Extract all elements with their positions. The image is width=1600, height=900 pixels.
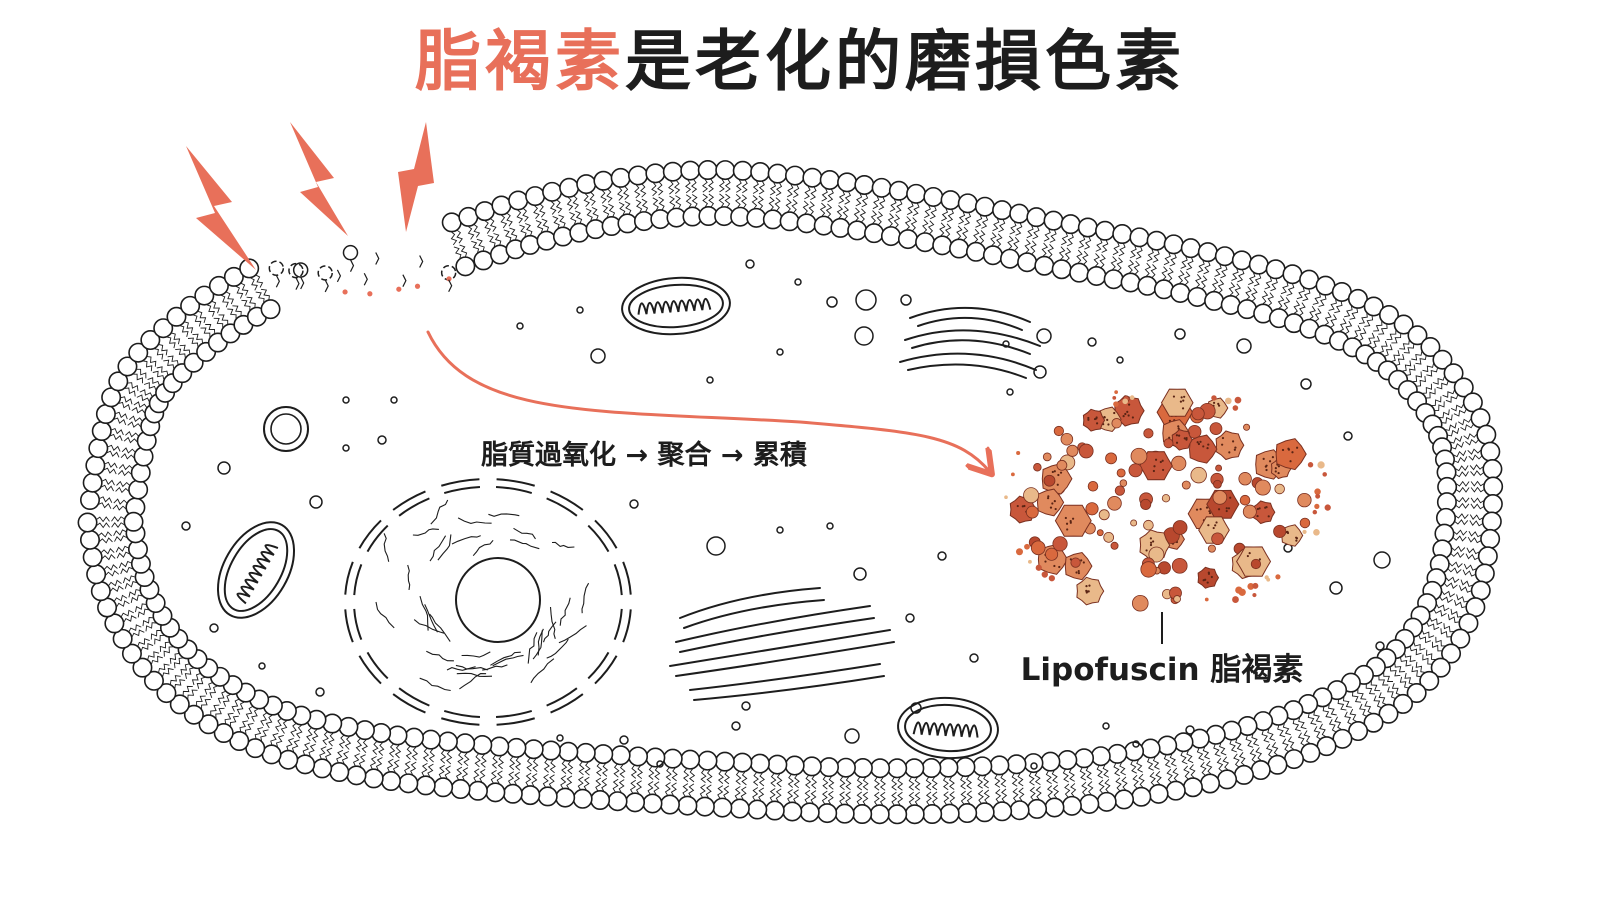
nucleolus (455, 557, 541, 643)
golgi-apparatus (899, 306, 1041, 379)
chromatin (375, 499, 590, 692)
mitochondrion (897, 696, 999, 760)
lightning-bolt-icon (398, 122, 434, 232)
lysosome-vesicle (263, 406, 309, 452)
lysosome-vesicle-inner (270, 413, 302, 445)
lightning-bolts (186, 122, 434, 270)
nuclear-envelope (344, 478, 632, 726)
lipofuscin-label: Lipofuscin 脂褐素 (1021, 652, 1304, 688)
title-rest: 是老化的磨損色素 (625, 23, 1185, 100)
process-arrow (426, 330, 990, 472)
process-label: 脂質過氧化 → 聚合 → 累積 (481, 439, 807, 471)
lightning-bolt-icon (290, 122, 348, 236)
damaged-membrane (268, 244, 457, 297)
title-highlight: 脂褐素 (415, 23, 625, 100)
diagram-title: 脂褐素是老化的磨損色素 (0, 22, 1600, 101)
nucleus (344, 478, 632, 726)
endoplasmic-reticulum (669, 587, 895, 701)
mitochondrion (217, 521, 295, 619)
lipofuscin-cluster (1004, 388, 1331, 612)
lightning-bolt-icon (186, 146, 256, 270)
cell-membrane (77, 160, 1504, 825)
mitochondrion (621, 276, 731, 336)
